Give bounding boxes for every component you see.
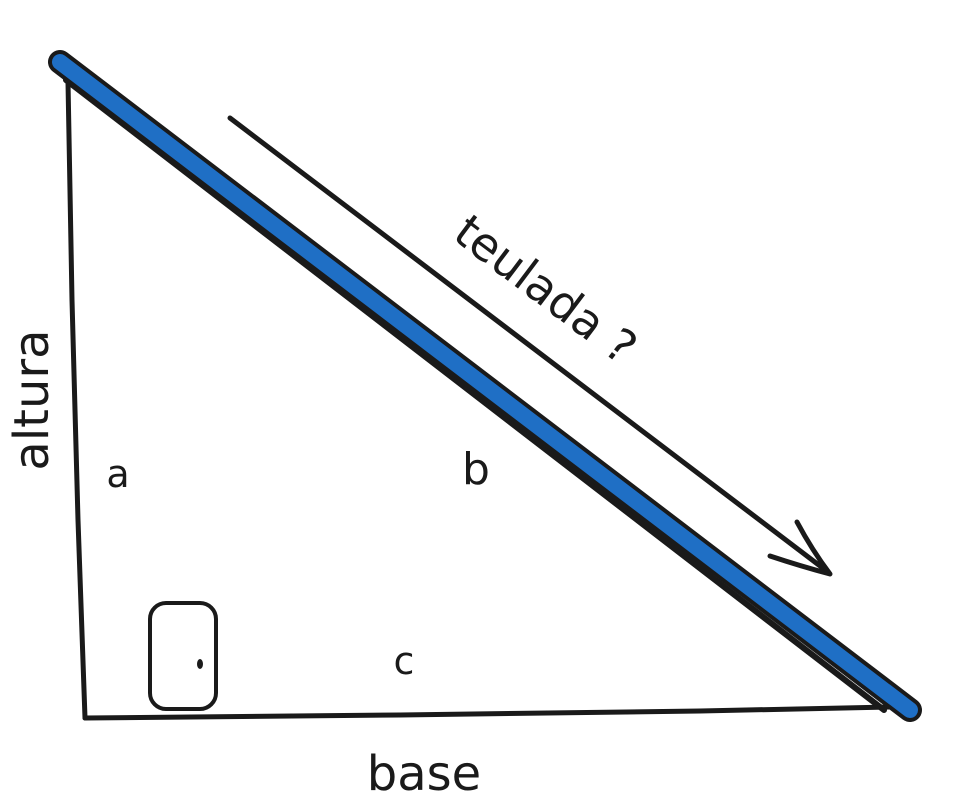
- base-line: [82, 704, 893, 721]
- side-b-label: b: [462, 444, 490, 495]
- teulada-label: teulada ?: [444, 204, 647, 375]
- altura-label: altura: [4, 329, 60, 470]
- side-a-label: a: [106, 452, 129, 496]
- side-c-label: c: [394, 639, 415, 683]
- height-line: [65, 79, 88, 721]
- base-label: base: [367, 746, 481, 802]
- door-icon: [148, 601, 218, 711]
- roof-beam: [48, 50, 922, 722]
- arrow-icon: [227, 115, 833, 577]
